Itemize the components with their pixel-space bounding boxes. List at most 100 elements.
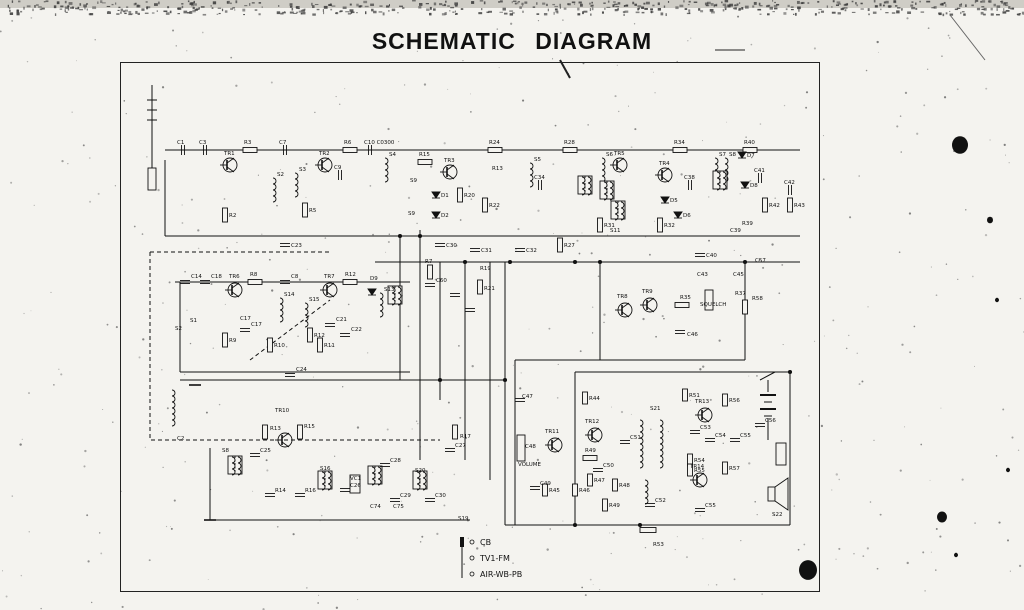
coil <box>722 171 727 191</box>
scan-speck <box>553 11 555 15</box>
scan-speck <box>56 1 60 5</box>
scan-speck <box>278 5 280 7</box>
scan-speck <box>268 258 271 261</box>
scan-scratch <box>559 59 571 79</box>
scan-speck <box>688 0 691 3</box>
scan-speck <box>722 3 727 6</box>
scan-speck <box>335 12 339 15</box>
scan-speck <box>613 1 616 3</box>
scan-speck <box>867 306 869 308</box>
scan-speck <box>990 13 994 16</box>
speaker-cone <box>774 477 789 511</box>
scan-speck <box>660 12 664 16</box>
scan-speck <box>100 0 103 3</box>
capacitor <box>730 438 740 442</box>
scan-speck <box>192 9 196 13</box>
scan-speck <box>230 56 233 59</box>
scan-speck <box>79 8 83 11</box>
scan-speck <box>610 406 612 408</box>
scan-speck <box>1009 8 1014 10</box>
scan-speck <box>470 198 473 201</box>
capacitor <box>465 308 475 312</box>
component-label: S5 <box>534 157 541 163</box>
scan-speck <box>126 6 129 8</box>
coil <box>272 177 277 203</box>
scan-speck <box>737 15 740 18</box>
scan-speck <box>831 489 833 491</box>
capacitor <box>538 180 542 190</box>
scan-speck <box>856 352 858 354</box>
component-label: C46 <box>687 332 698 338</box>
scan-speck <box>300 12 303 15</box>
scan-speck <box>520 372 522 374</box>
scan-speck <box>835 4 840 6</box>
scan-speck <box>867 8 870 12</box>
scan-speck <box>230 2 232 5</box>
scan-speck <box>455 12 458 15</box>
component-label: C75 <box>393 504 404 510</box>
scan-speck <box>447 5 450 7</box>
resistor <box>457 187 463 203</box>
coil <box>529 162 534 188</box>
scan-speck <box>285 346 288 348</box>
scan-speck <box>935 569 937 571</box>
scan-speck <box>102 409 104 411</box>
scan-speck <box>318 594 320 596</box>
scan-speck <box>11 19 14 22</box>
scan-speck <box>772 11 775 13</box>
scan-speck <box>795 12 797 16</box>
capacitor <box>688 180 692 190</box>
scan-speck <box>700 10 704 13</box>
scan-speck <box>624 10 629 13</box>
scan-speck <box>675 6 679 10</box>
scan-speck <box>235 0 238 4</box>
squelch-label: SQUELCH <box>700 302 726 308</box>
component-label: C43 <box>697 272 708 278</box>
scan-speck <box>276 525 279 528</box>
scan-speck <box>1011 436 1014 439</box>
component-label: D1 <box>441 193 449 199</box>
scan-speck <box>20 574 23 577</box>
scan-speck <box>87 560 90 563</box>
scan-speck <box>323 11 325 15</box>
component-label: TR13 <box>694 399 710 405</box>
resistor <box>582 455 598 461</box>
scan-speck <box>452 11 455 13</box>
scan-speck <box>65 11 68 13</box>
scan-speck <box>762 266 765 269</box>
scan-speck <box>923 104 926 107</box>
scan-speck <box>849 216 852 219</box>
scan-speck <box>479 0 484 2</box>
scan-speck <box>797 548 800 551</box>
scan-speck <box>752 5 755 8</box>
scan-speck <box>851 11 856 13</box>
capacitor <box>690 430 700 434</box>
component-label: TR10 <box>274 408 290 414</box>
scan-speck <box>582 11 584 15</box>
scan-speck <box>187 0 190 3</box>
scan-speck <box>106 323 109 326</box>
scan-speck <box>124 9 128 12</box>
scan-speck <box>709 398 712 401</box>
scan-speck <box>781 263 784 266</box>
component-label: C17 <box>240 316 251 322</box>
scan-speck <box>357 599 359 601</box>
scan-speck <box>785 8 788 11</box>
scan-speck <box>486 11 490 14</box>
scan-speck <box>749 179 752 182</box>
scan-speck <box>555 11 558 13</box>
scan-speck <box>739 193 741 195</box>
component-label: D7 <box>747 153 755 159</box>
scan-speck <box>648 253 651 256</box>
scan-speck <box>397 12 399 14</box>
scan-speck <box>292 533 295 536</box>
scan-speck <box>974 522 976 524</box>
scan-speck <box>657 2 660 6</box>
scan-speck <box>144 446 146 448</box>
scan-speck <box>356 12 358 14</box>
scan-speck <box>101 2 106 4</box>
component-label: C3 <box>199 140 207 146</box>
capacitor <box>295 493 305 497</box>
component-label: R15 <box>304 424 315 430</box>
component-label: TR6 <box>228 274 240 280</box>
